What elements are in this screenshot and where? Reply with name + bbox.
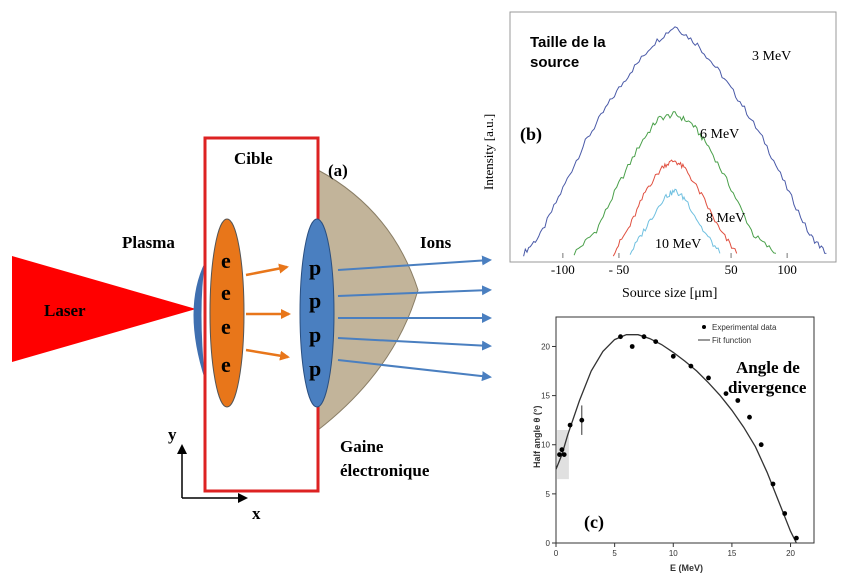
chart-b-x-tick-label: -100 [551, 262, 575, 277]
legend-item: Experimental data [712, 323, 777, 332]
chart-c-point [782, 511, 788, 516]
chart-c-x-tick-label: 0 [554, 549, 559, 558]
ion-arrow [337, 255, 492, 271]
chart-b-ylabel: Intensity [a.u.] [481, 114, 496, 190]
chart-b-series-labels: 3 MeV 6 MeV 8 MeV 10 MeV [655, 49, 791, 252]
chart-c-point [735, 398, 741, 403]
chart-c-y-tick-label: 0 [546, 539, 551, 548]
chart-c-point [723, 391, 729, 396]
electron-arrow [245, 348, 290, 361]
ion-arrow [337, 285, 492, 297]
chart-c-annotation-line2: divergence [728, 378, 807, 397]
legend-item: Fit function [712, 336, 751, 345]
proton-letter: p [309, 322, 321, 347]
chart-b-ticks: -100 - 50 50 100 [551, 253, 797, 277]
electron-cloud [209, 218, 245, 408]
chart-c-fit-line [555, 334, 797, 544]
chart-c-point [559, 447, 565, 453]
chart-c-point [706, 375, 711, 381]
chart-b-series-label: 10 MeV [655, 237, 701, 252]
chart-c-legend: Experimental data Fit function [698, 323, 777, 345]
chart-b-annotation-line2: source [530, 54, 579, 71]
chart-c-point [653, 339, 659, 344]
electron-letter: e [221, 352, 231, 377]
chart-c-y-tick-label: 10 [541, 441, 550, 450]
chart-b-series-line [612, 159, 738, 257]
electron-letter: e [221, 314, 231, 339]
chart-b-x-tick-label: 100 [777, 262, 797, 277]
chart-c-point [579, 417, 585, 423]
chart-b-panel-label: (b) [520, 124, 542, 145]
proton-letter: p [309, 255, 321, 280]
chart-b-x-tick-label: 50 [725, 262, 738, 277]
legend-point-marker [702, 325, 706, 329]
chart-c-x-tick-label: 10 [669, 549, 678, 558]
laser-beam [12, 256, 196, 362]
chart-b-series-line [573, 111, 777, 256]
gaine-label-line2: électronique [340, 461, 430, 480]
chart-b-x-tick-label: - 50 [609, 262, 630, 277]
chart-c-y-tick-label: 15 [541, 392, 550, 401]
panel-a-label: (a) [328, 161, 348, 180]
chart-c-y-tick-label: 20 [541, 342, 550, 351]
chart-c-point [770, 481, 776, 487]
proton-letters: p p p p [309, 255, 321, 381]
laser-label: Laser [44, 301, 86, 320]
y-axis-label: y [168, 425, 177, 444]
chart-c-panel-label: (c) [584, 512, 604, 533]
ion-arrow [337, 337, 492, 351]
chart-b-series-line [629, 188, 721, 255]
chart-b-series-label: 3 MeV [752, 49, 791, 64]
plasma-label: Plasma [122, 233, 175, 252]
panel-a-diagram: Laser Plasma Cible (a) e e e e p p p p [12, 136, 492, 523]
proton-letter: p [309, 288, 321, 313]
chart-c-point [758, 442, 764, 448]
chart-c: 0 5 10 15 20 0 5 10 15 20 Experimental data Fit f… [532, 316, 815, 573]
ions-label: Ions [420, 233, 452, 252]
chart-c-point [670, 353, 676, 359]
chart-c-point [629, 344, 635, 349]
cible-label: Cible [234, 149, 273, 168]
chart-c-xlabel: E (MeV) [670, 563, 703, 573]
electron-letters: e e e e [221, 248, 231, 377]
plasma-lens [193, 262, 205, 380]
chart-c-y-tick-label: 5 [546, 490, 551, 499]
chart-c-point [688, 363, 694, 369]
chart-b-series [523, 26, 827, 257]
chart-b-frame [509, 11, 837, 263]
proton-layer [299, 218, 335, 408]
chart-c-x-tick-label: 20 [786, 549, 795, 558]
chart-b-series-label: 6 MeV [700, 127, 739, 142]
chart-c-point [641, 334, 647, 340]
electron-letter: e [221, 280, 231, 305]
chart-c-points [557, 334, 799, 541]
chart-c-ylabel: Half angle θ (°) [532, 406, 542, 468]
x-axis-label: x [252, 504, 261, 523]
chart-c-point [561, 452, 567, 457]
chart-c-point [557, 452, 562, 457]
ion-arrow [337, 359, 492, 382]
chart-c-point [747, 414, 752, 420]
gaine-label-line1: Gaine [340, 437, 384, 456]
electron-letter: e [221, 248, 231, 273]
chart-c-point [567, 422, 573, 428]
chart-c-x-tick-label: 15 [727, 549, 736, 558]
chart-c-plot-frame [555, 316, 815, 544]
chart-b: Taille de la source (b) Intensity [a.u.]… [481, 11, 837, 301]
electron-arrow [245, 263, 289, 277]
chart-b-series-label: 8 MeV [706, 211, 745, 226]
chart-b-annotation-line1: Taille de la [530, 34, 606, 51]
proton-letter: p [309, 356, 321, 381]
chart-c-point [794, 535, 799, 541]
chart-c-annotation-line1: Angle de [736, 358, 800, 377]
chart-c-x-tick-label: 5 [612, 549, 617, 558]
chart-c-point [618, 334, 623, 340]
chart-b-series-line [523, 26, 827, 257]
electron-sheath [317, 169, 419, 432]
chart-b-xlabel: Source size [μm] [622, 286, 717, 301]
